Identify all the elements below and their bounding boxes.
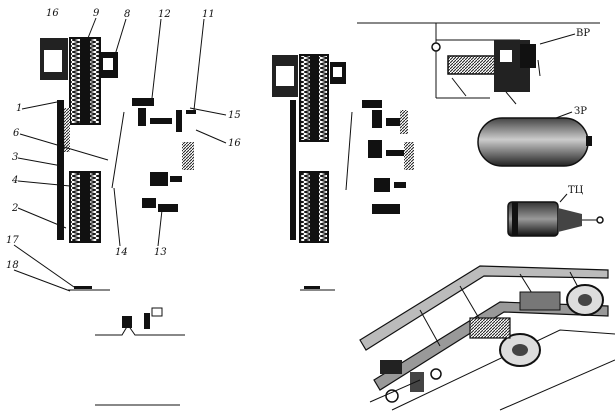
- label-13: 13: [154, 247, 167, 258]
- label-8: 8: [124, 9, 130, 20]
- label-16-top: 16: [46, 8, 59, 19]
- label-3: 3: [12, 152, 18, 163]
- brake-cylinder: ТЦ: [507, 185, 604, 237]
- label-18: 18: [6, 260, 19, 271]
- label-reservoir: ЗР: [574, 106, 587, 117]
- label-15: 15: [228, 110, 241, 121]
- label-6: 6: [13, 128, 20, 139]
- label-17: 17: [6, 235, 19, 246]
- left-mechanism: [40, 37, 196, 406]
- left-labels: 16 9 8 12 11 1 15 6 16 3 4 2 14 13 17 18: [6, 8, 241, 292]
- label-4: 4: [11, 175, 18, 186]
- label-cylinder: ТЦ: [568, 185, 584, 196]
- label-valve: ВР: [576, 28, 590, 39]
- label-12: 12: [158, 9, 171, 20]
- bogie-view: [359, 265, 615, 411]
- label-14: 14: [115, 247, 128, 258]
- label-16-right: 16: [228, 138, 241, 149]
- middle-mechanism: [272, 54, 414, 291]
- label-2: 2: [11, 203, 18, 214]
- distributor-valve: ВР: [357, 22, 600, 105]
- label-1: 1: [16, 103, 22, 114]
- air-reservoir: ЗР: [477, 106, 592, 167]
- label-9: 9: [93, 8, 100, 19]
- label-11: 11: [202, 9, 215, 20]
